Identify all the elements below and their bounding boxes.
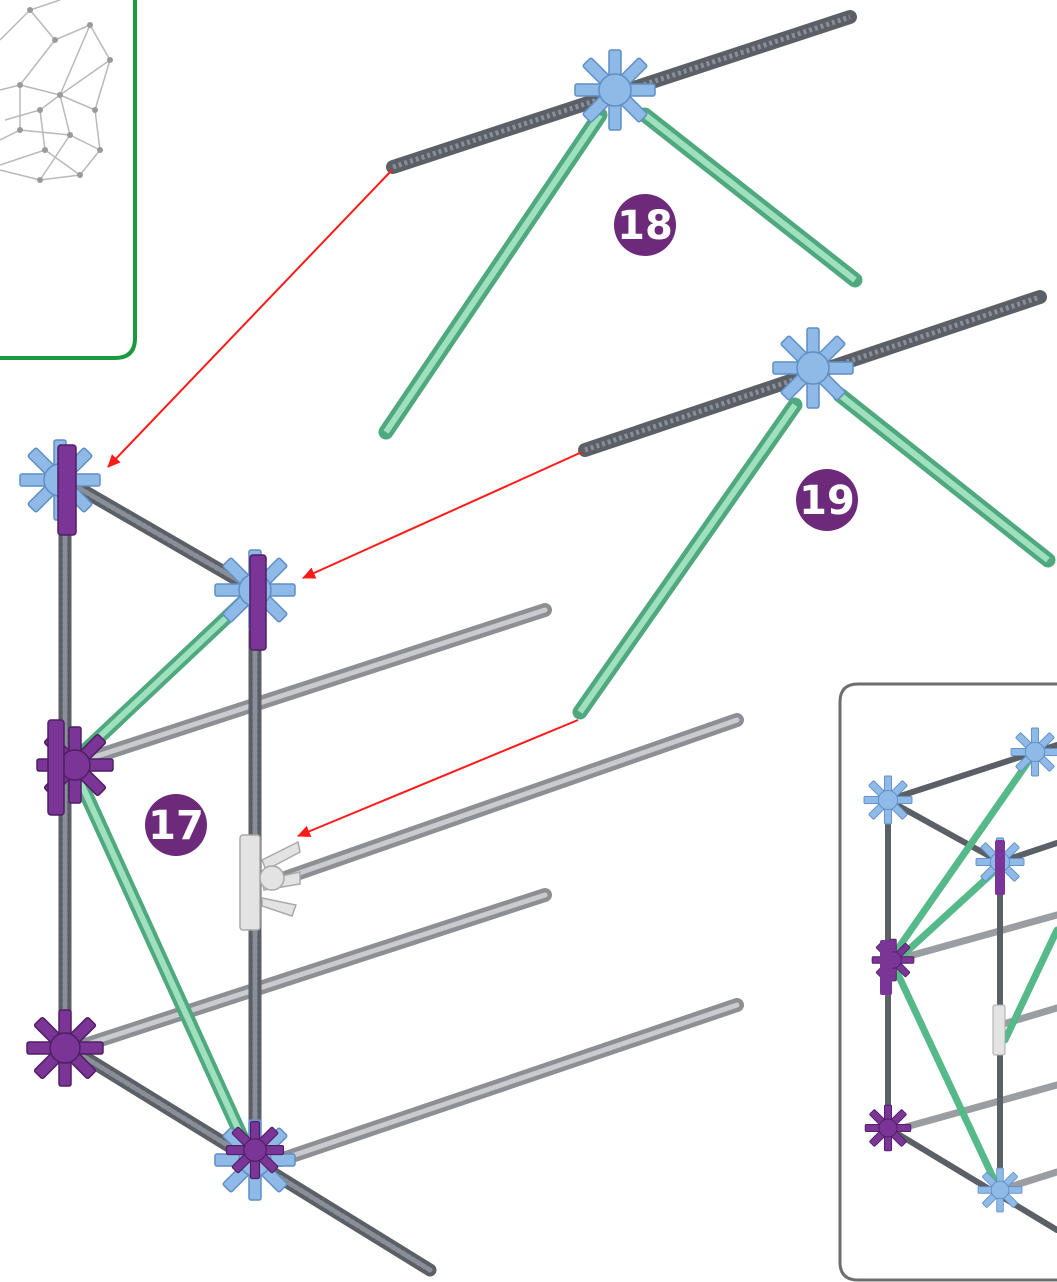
blue-connector: [575, 50, 655, 130]
step-17-frame: [20, 440, 737, 1270]
top-left-inset-panel: [0, 0, 135, 358]
purple-clip: [58, 445, 76, 535]
purple-connector: [227, 1122, 284, 1179]
step-number: 18: [617, 203, 673, 249]
assembly-arrow: [108, 170, 392, 467]
white-connector: [240, 835, 300, 930]
step-number: 17: [148, 803, 204, 849]
step-badge-18: 18: [614, 194, 676, 256]
step-badge-17: 17: [145, 794, 207, 856]
blue-connector: [773, 328, 853, 408]
purple-connector: [27, 1010, 103, 1086]
purple-clip: [250, 555, 266, 650]
step-number: 19: [799, 478, 855, 524]
bottom-right-inset-panel: [840, 684, 1057, 1280]
assembly-arrow: [303, 452, 582, 578]
step-badge-19: 19: [796, 469, 858, 531]
